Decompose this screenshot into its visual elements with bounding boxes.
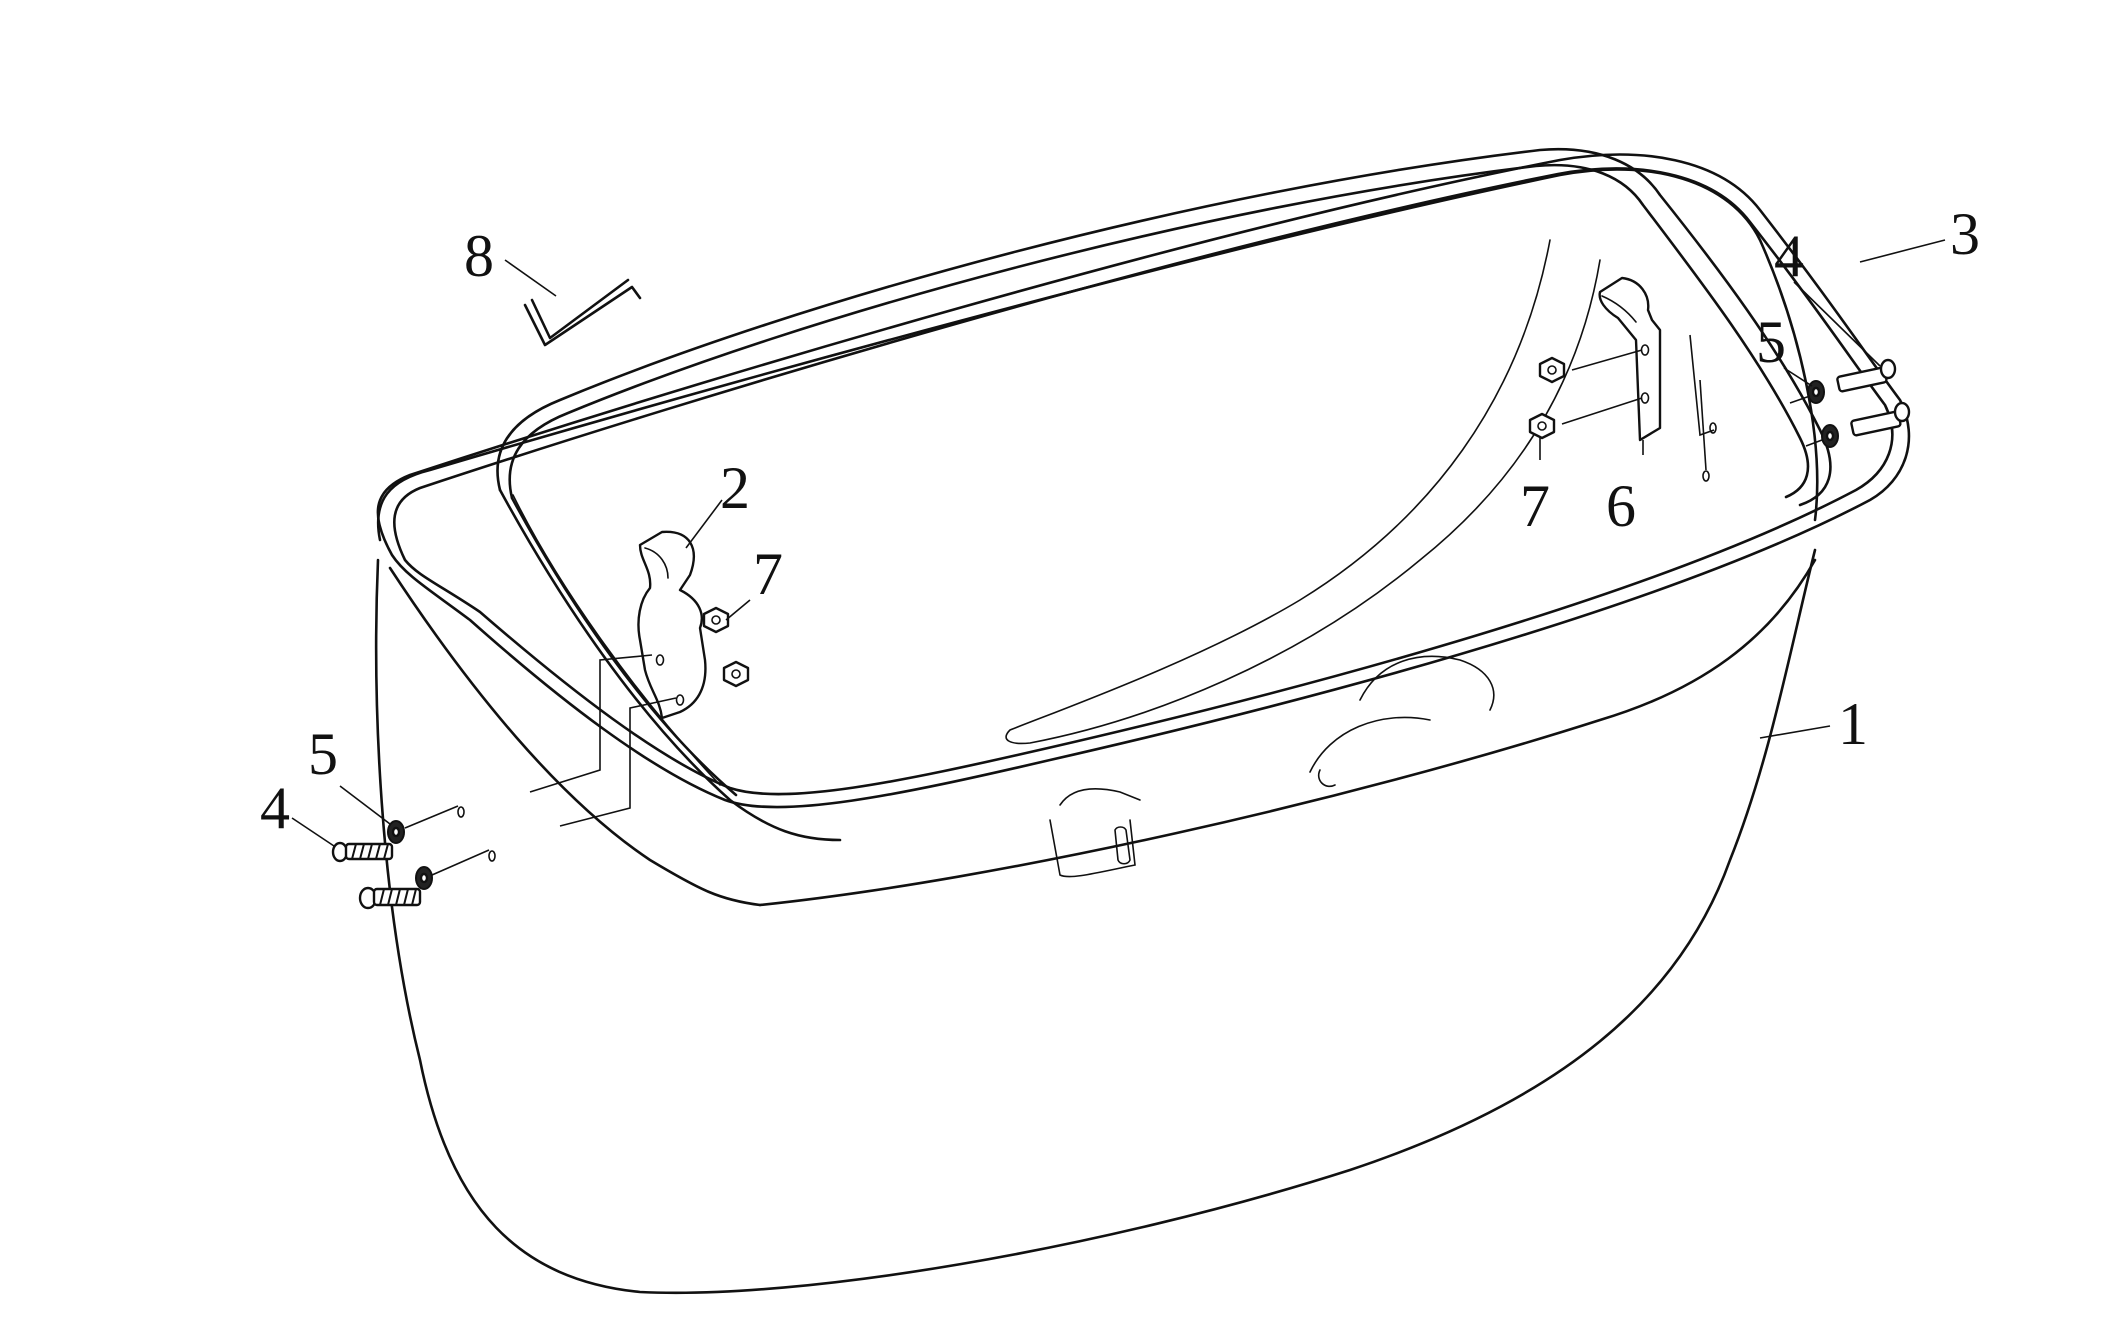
clip-part-8: [523, 278, 642, 347]
callout-4-right: 4: [1774, 223, 1804, 289]
bolt-part-4-right-lower: [1850, 401, 1911, 437]
mounting-holes-left: [457, 806, 496, 862]
bolt-part-4-right-upper: [1836, 358, 1897, 393]
case-body-part-1: [374, 168, 1819, 1295]
bolt-part-4-left-upper: [331, 841, 394, 863]
callout-2: 2: [720, 455, 750, 521]
nut-part-7-right-upper: [1538, 356, 1566, 384]
washer-part-5-right-lower: [1821, 424, 1839, 448]
mounting-holes-right: [1702, 422, 1717, 482]
callout-8: 8: [464, 223, 494, 289]
callout-5-right: 5: [1756, 309, 1786, 375]
bracket-part-2: [637, 530, 707, 720]
callout-6: 6: [1606, 473, 1636, 539]
rim-seal-part-3: [376, 153, 1911, 809]
washer-part-5-left-lower: [415, 866, 433, 890]
callout-3: 3: [1950, 201, 1980, 267]
callout-labels: 1 2 3 4 4 5 5 6 7 7 8: [260, 201, 1980, 841]
callout-5-left: 5: [308, 721, 338, 787]
nut-part-7-right-lower: [1528, 412, 1556, 440]
assembly-lines: [404, 334, 1823, 876]
washer-part-5-left-upper: [387, 820, 405, 844]
callout-leaders: [291, 239, 1946, 847]
callout-7-right: 7: [1520, 473, 1550, 539]
nut-part-7-left-upper: [702, 606, 730, 634]
washer-part-5-right-upper: [1807, 380, 1825, 404]
nut-part-7-left-lower: [722, 660, 750, 688]
callout-1: 1: [1838, 691, 1868, 757]
callout-7-left: 7: [753, 541, 783, 607]
bolt-part-4-left-lower: [358, 886, 422, 910]
callout-4-left: 4: [260, 775, 290, 841]
